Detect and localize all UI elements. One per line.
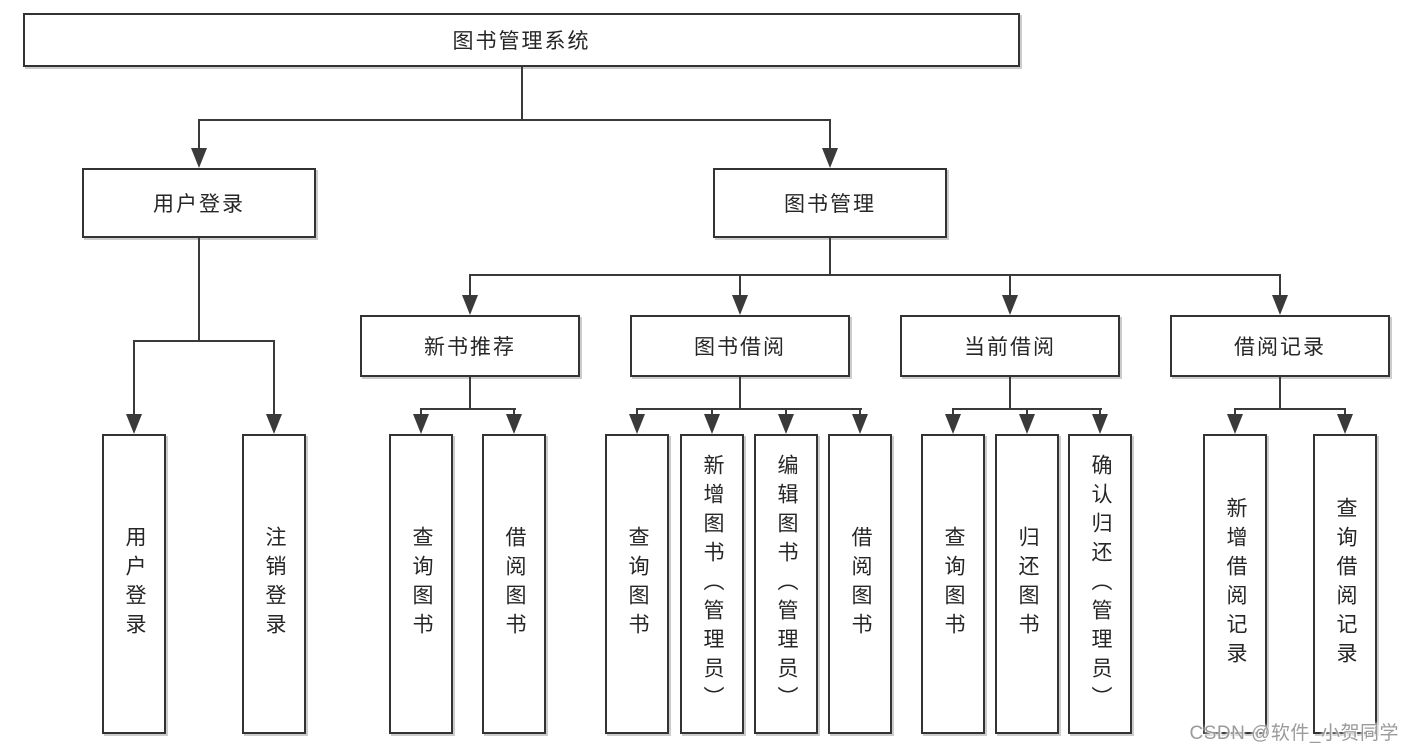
arrowhead-down-icon bbox=[1337, 414, 1353, 434]
connector-line bbox=[952, 408, 954, 416]
connector-line bbox=[273, 340, 275, 418]
arrowhead-down-icon bbox=[945, 414, 961, 434]
leaf-return-books: 归还图书 bbox=[995, 434, 1059, 734]
arrowhead-down-icon bbox=[732, 295, 748, 315]
connector-line bbox=[1234, 408, 1236, 416]
arrowhead-down-icon bbox=[1019, 414, 1035, 434]
arrowhead-down-icon bbox=[413, 414, 429, 434]
connector-line bbox=[133, 340, 275, 342]
arrowhead-down-icon bbox=[1272, 295, 1288, 315]
leaf-query-books-recommend: 查询图书 bbox=[389, 434, 453, 734]
connector-line bbox=[1026, 408, 1028, 416]
node-book-borrowing: 图书借阅 bbox=[630, 315, 850, 377]
connector-line bbox=[133, 340, 135, 418]
connector-line bbox=[636, 408, 638, 416]
connector-line bbox=[198, 119, 200, 152]
connector-line bbox=[1279, 377, 1281, 410]
leaf-query-books-current: 查询图书 bbox=[921, 434, 985, 734]
arrowhead-down-icon bbox=[778, 414, 794, 434]
connector-line bbox=[739, 274, 741, 298]
connector-line bbox=[1009, 274, 1011, 298]
connector-line bbox=[1009, 377, 1011, 410]
connector-line bbox=[420, 408, 516, 410]
arrowhead-down-icon bbox=[1227, 414, 1243, 434]
leaf-add-books-admin: 新增图书（管理员） bbox=[680, 434, 744, 734]
connector-line bbox=[469, 274, 471, 298]
node-user-login: 用户登录 bbox=[82, 168, 316, 238]
connector-line bbox=[198, 119, 831, 121]
connector-line bbox=[859, 408, 861, 416]
arrowhead-down-icon bbox=[191, 148, 207, 168]
arrowhead-down-icon bbox=[1092, 414, 1108, 434]
connector-line bbox=[711, 408, 713, 416]
connector-line bbox=[521, 67, 523, 120]
node-new-book-recommendation: 新书推荐 bbox=[360, 315, 580, 377]
arrowhead-down-icon bbox=[629, 414, 645, 434]
connector-line bbox=[1279, 274, 1281, 298]
connector-line bbox=[513, 408, 515, 416]
connector-line bbox=[785, 408, 787, 416]
leaf-edit-books-admin: 编辑图书（管理员） bbox=[754, 434, 818, 734]
leaf-confirm-return-admin: 确认归还（管理员） bbox=[1068, 434, 1132, 734]
arrowhead-down-icon bbox=[462, 295, 478, 315]
arrowhead-down-icon bbox=[704, 414, 720, 434]
node-root-library-management-system: 图书管理系统 bbox=[23, 13, 1020, 67]
node-current-borrowing: 当前借阅 bbox=[900, 315, 1120, 377]
leaf-add-borrow-record: 新增借阅记录 bbox=[1203, 434, 1267, 734]
connector-line bbox=[1099, 408, 1101, 416]
connector-line bbox=[469, 377, 471, 410]
arrowhead-down-icon bbox=[822, 148, 838, 168]
arrowhead-down-icon bbox=[506, 414, 522, 434]
leaf-borrow-books-recommend: 借阅图书 bbox=[482, 434, 546, 734]
connector-line bbox=[739, 377, 741, 410]
leaf-query-books-borrowing: 查询图书 bbox=[605, 434, 669, 734]
connector-line bbox=[1344, 408, 1346, 416]
leaf-user-login: 用户登录 bbox=[102, 434, 166, 734]
connector-line bbox=[198, 238, 200, 342]
connector-line bbox=[829, 238, 831, 276]
leaf-logout: 注销登录 bbox=[242, 434, 306, 734]
arrowhead-down-icon bbox=[1002, 295, 1018, 315]
connector-line bbox=[420, 408, 422, 416]
arrowhead-down-icon bbox=[266, 414, 282, 434]
watermark: CSDN @软件_小贺同学 bbox=[1189, 723, 1399, 744]
leaf-query-borrow-record: 查询借阅记录 bbox=[1313, 434, 1377, 734]
connector-line bbox=[636, 408, 862, 410]
node-book-management: 图书管理 bbox=[713, 168, 947, 238]
node-borrowing-records: 借阅记录 bbox=[1170, 315, 1390, 377]
arrowhead-down-icon bbox=[126, 414, 142, 434]
leaf-borrow-books: 借阅图书 bbox=[828, 434, 892, 734]
connector-line bbox=[469, 274, 1281, 276]
arrowhead-down-icon bbox=[852, 414, 868, 434]
connector-line bbox=[829, 119, 831, 152]
connector-line bbox=[1234, 408, 1346, 410]
